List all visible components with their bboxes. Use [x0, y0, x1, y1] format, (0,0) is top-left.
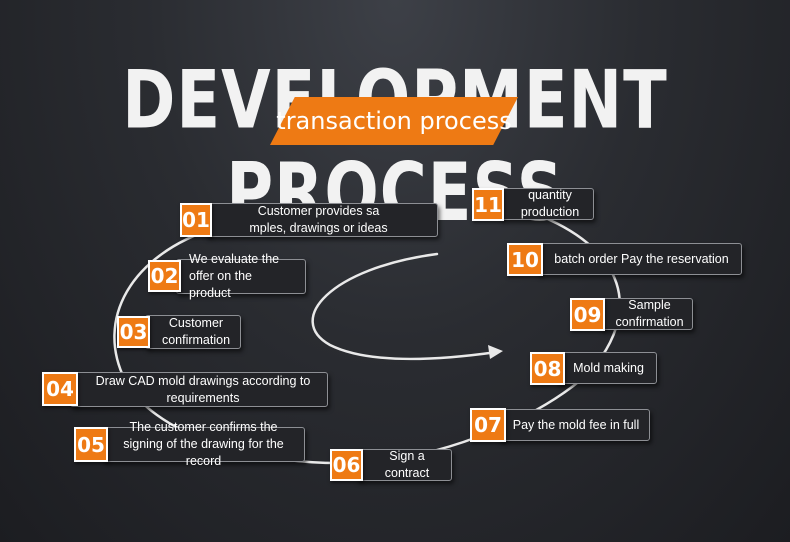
step-11-number: 11 [472, 188, 504, 221]
subtitle-banner: transaction process [270, 97, 518, 145]
step-09-number: 09 [570, 298, 605, 331]
step-02-text: We evaluate the offer on the product [176, 252, 306, 300]
banner-shape [270, 97, 518, 145]
banner-text: transaction process [276, 107, 512, 135]
inner-arrow-head [488, 345, 503, 359]
step-08-text: Mold making [556, 352, 657, 384]
step-01-text: Customer provides sa mples, drawings or … [205, 203, 438, 237]
step-09-text: Sample confirmation [600, 298, 693, 330]
step-05-text: The customer confirms the signing of the… [102, 420, 305, 468]
step-01-number: 01 [180, 203, 212, 237]
step-06-text: Sign a contract [356, 449, 452, 481]
step-06-number: 06 [330, 449, 363, 481]
step-05-number: 05 [74, 427, 108, 462]
step-07-text: Pay the mold fee in full [498, 409, 650, 441]
step-07-number: 07 [470, 408, 506, 442]
step-03-number: 03 [117, 316, 150, 348]
step-10-number: 10 [507, 243, 543, 276]
step-04-text: Draw CAD mold drawings according to requ… [70, 372, 328, 407]
step-03-text: Customer confirmation [145, 315, 241, 349]
step-04-number: 04 [42, 372, 78, 406]
step-02-number: 02 [148, 260, 181, 292]
step-08-number: 08 [530, 352, 565, 385]
step-11-text: quantity production [500, 188, 594, 220]
step-10-text: batch order Pay the reservation [537, 243, 742, 275]
inner-arrow-arc [311, 252, 499, 361]
